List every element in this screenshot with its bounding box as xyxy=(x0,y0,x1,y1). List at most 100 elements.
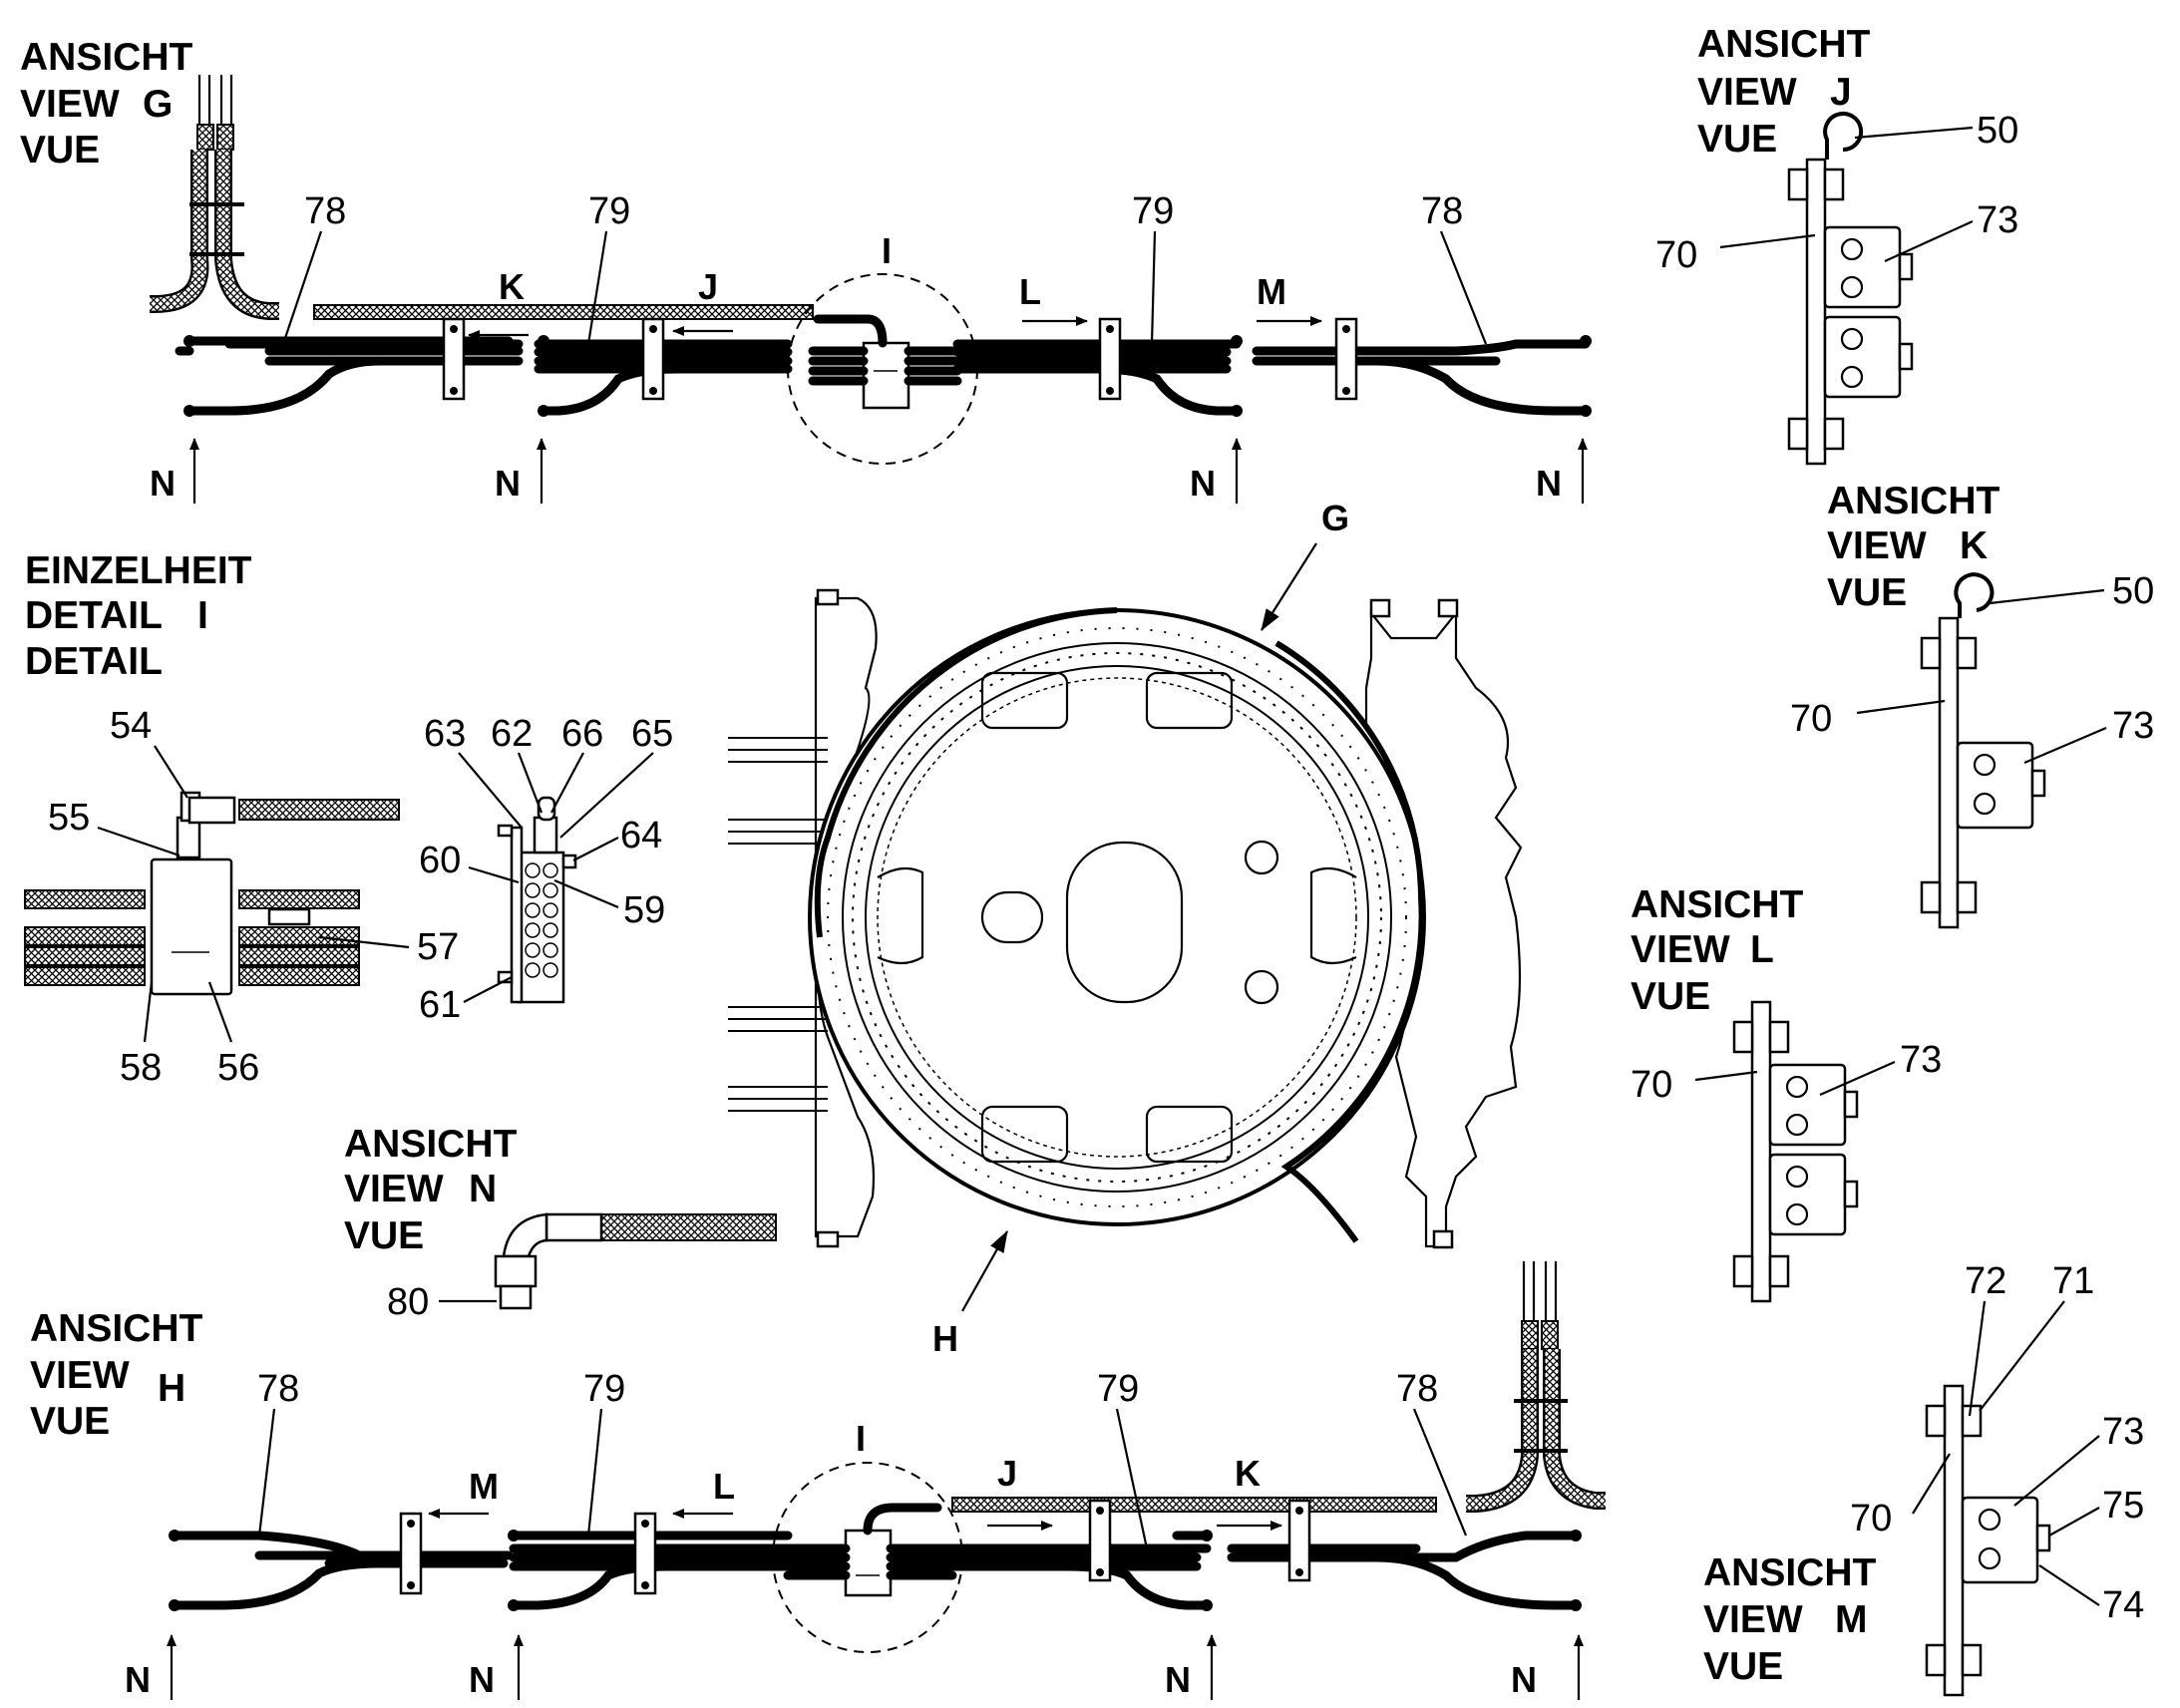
detail-i-letter: I xyxy=(197,594,208,637)
detail-i-title-de: EINZELHEIT xyxy=(25,549,252,592)
view-h-hose-bundle-right xyxy=(947,1530,1582,1611)
view-m-title-en: VIEW xyxy=(1703,1598,1803,1641)
view-h-riser xyxy=(1466,1261,1606,1513)
view-n-title-en: VIEW xyxy=(344,1168,444,1210)
view-h-title-fr: VUE xyxy=(30,1400,110,1443)
view-h-arrow-k: K xyxy=(1235,1453,1261,1494)
clamp-detail-group: 63 62 66 65 64 59 60 61 xyxy=(419,713,673,1026)
view-j-letter: J xyxy=(1830,71,1852,114)
view-g-arrow-j: J xyxy=(698,266,718,307)
clamp-part-61: 61 xyxy=(419,984,461,1026)
clamp-part-60: 60 xyxy=(419,840,461,881)
view-j-group: ANSICHT VIEW J VUE 50 73 70 xyxy=(1655,23,2018,466)
view-j-part-73: 73 xyxy=(1977,199,2018,241)
view-j-part-70: 70 xyxy=(1655,234,1697,276)
view-l-group: ANSICHT VIEW L VUE 73 70 xyxy=(1631,883,1942,1303)
view-k-part-73: 73 xyxy=(2112,705,2154,747)
view-h-arrow-i: I xyxy=(856,1418,866,1459)
view-h-distributor xyxy=(783,1503,957,1597)
view-h-clamps xyxy=(399,1499,1311,1595)
view-h-group: ANSICHT VIEW H VUE xyxy=(30,1261,1606,1700)
view-g-arrow-m: M xyxy=(1257,271,1286,312)
view-k-title-de: ANSICHT xyxy=(1827,480,2000,522)
clamp-part-62: 62 xyxy=(491,713,533,755)
view-g-part-79a: 79 xyxy=(588,190,630,232)
view-n-title-fr: VUE xyxy=(344,1214,424,1257)
detail-i-title-en: DETAIL xyxy=(25,594,163,637)
view-h-title-de: ANSICHT xyxy=(30,1307,203,1350)
view-g-return-hose xyxy=(313,304,814,320)
view-k-group: ANSICHT VIEW K VUE 50 73 70 xyxy=(1790,480,2154,929)
view-h-arrow-n2: N xyxy=(469,1659,495,1700)
clamp-part-59: 59 xyxy=(623,889,665,931)
view-h-arrow-j: J xyxy=(997,1453,1017,1494)
view-m-group: 72 71 73 75 74 70 ANSICHT VIEW M VUE xyxy=(1703,1260,2144,1697)
view-h-letter: H xyxy=(158,1367,185,1410)
ring-arrow-h: H xyxy=(932,1318,958,1359)
view-m-part-74: 74 xyxy=(2102,1584,2144,1626)
view-h-part-79a: 79 xyxy=(583,1368,625,1410)
ring-arrow-g: G xyxy=(1321,498,1349,538)
view-g-part-78b: 78 xyxy=(1421,190,1463,232)
view-m-letter: M xyxy=(1835,1598,1868,1641)
detail-i-part-57: 57 xyxy=(417,926,459,968)
view-g-arrow-n1: N xyxy=(150,463,176,504)
view-l-part-70: 70 xyxy=(1631,1064,1672,1106)
view-g-arrow-n4: N xyxy=(1536,463,1562,504)
view-g-arrow-n3: N xyxy=(1190,463,1216,504)
view-h-arrow-l: L xyxy=(713,1466,735,1507)
detail-i-part-56: 56 xyxy=(217,1047,259,1089)
slewing-ring-group: G H xyxy=(728,498,1523,1359)
view-h-part-79b: 79 xyxy=(1097,1368,1139,1410)
view-l-title-de: ANSICHT xyxy=(1631,883,1804,926)
view-k-title-en: VIEW xyxy=(1827,524,1927,567)
view-h-arrow-n3: N xyxy=(1165,1659,1191,1700)
view-g-letter: G xyxy=(143,83,173,126)
view-g-distributor xyxy=(808,314,962,410)
view-m-part-70: 70 xyxy=(1850,1498,1892,1539)
view-m-part-75: 75 xyxy=(2102,1485,2144,1527)
detail-i-title-fr: DETAIL xyxy=(25,640,163,683)
view-m-part-71: 71 xyxy=(2052,1260,2094,1302)
view-j-title-de: ANSICHT xyxy=(1697,23,1871,66)
view-m-part-73: 73 xyxy=(2102,1411,2144,1453)
clamp-part-66: 66 xyxy=(561,713,603,755)
view-m-title-fr: VUE xyxy=(1703,1645,1783,1688)
view-l-title-en: VIEW xyxy=(1631,928,1730,971)
view-h-part-78b: 78 xyxy=(1396,1368,1438,1410)
view-j-title-fr: VUE xyxy=(1697,118,1777,161)
clamp-part-65: 65 xyxy=(631,713,673,755)
view-g-clamps xyxy=(442,317,1358,401)
view-k-part-70: 70 xyxy=(1790,698,1832,740)
view-m-title-de: ANSICHT xyxy=(1703,1551,1877,1594)
view-g-arrow-l: L xyxy=(1019,271,1041,312)
view-g-arrow-i: I xyxy=(882,230,892,271)
view-g-hose-bundle-left xyxy=(175,335,793,417)
view-n-letter: N xyxy=(469,1168,497,1210)
view-j-part-50: 50 xyxy=(1977,110,2018,152)
view-j-title-en: VIEW xyxy=(1697,71,1797,114)
clamp-part-64: 64 xyxy=(620,815,662,856)
view-h-arrow-n1: N xyxy=(125,1659,151,1700)
view-n-group: ANSICHT VIEW N VUE 80 xyxy=(344,1123,777,1323)
view-h-arrow-n4: N xyxy=(1511,1659,1537,1700)
view-k-letter: K xyxy=(1960,524,1988,567)
view-g-arrow-k: K xyxy=(499,266,525,307)
view-g-title-en: VIEW xyxy=(20,83,120,126)
view-g-title-fr: VUE xyxy=(20,129,100,171)
detail-i-part-54: 54 xyxy=(110,705,152,747)
view-n-part-80: 80 xyxy=(387,1281,429,1323)
view-h-hose-bundle-left xyxy=(169,1530,793,1611)
view-h-title-en: VIEW xyxy=(30,1354,130,1397)
view-g-part-79b: 79 xyxy=(1132,190,1174,232)
view-m-part-72: 72 xyxy=(1965,1260,2006,1302)
detail-i-part-58: 58 xyxy=(120,1047,162,1089)
view-n-title-de: ANSICHT xyxy=(344,1123,518,1166)
detail-i-group: EINZELHEIT DETAIL I DETAIL 54 55 57 58 xyxy=(24,549,459,1089)
clamp-part-63: 63 xyxy=(424,713,466,755)
view-k-title-fr: VUE xyxy=(1827,571,1907,614)
view-l-letter: L xyxy=(1750,928,1774,971)
view-h-part-78a: 78 xyxy=(257,1368,299,1410)
view-g-riser xyxy=(150,75,279,320)
